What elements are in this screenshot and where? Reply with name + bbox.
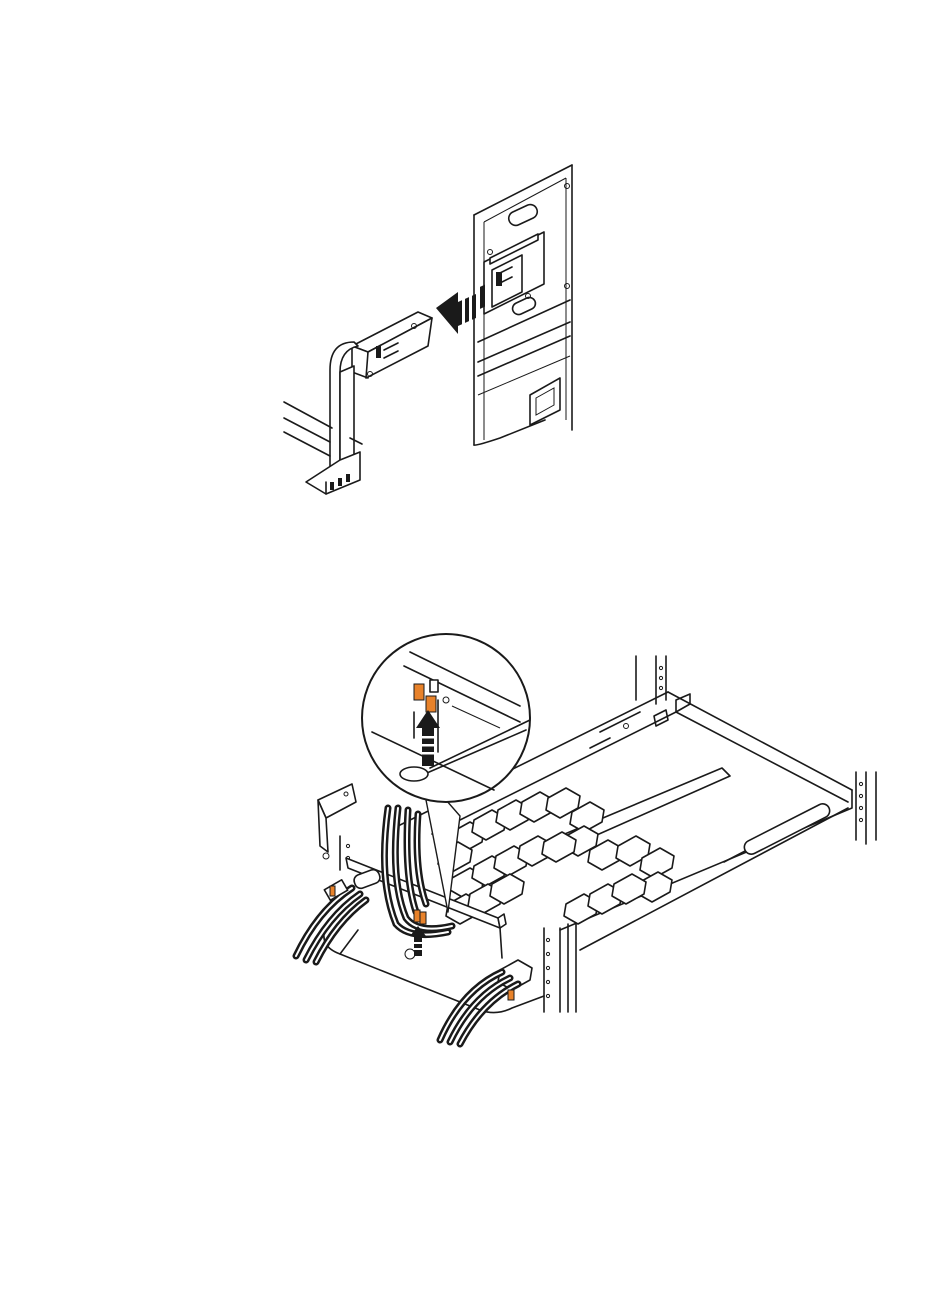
chain-links-upper [438,788,604,872]
rack-post-front [340,836,576,1012]
slide-rail-tray [398,692,852,950]
rack-post-rear [636,656,876,844]
orange-release-tab-icon [330,886,514,1000]
chain-links-middle [450,832,674,902]
inner-rail [560,768,730,846]
figure-1-bracket-detach [0,0,950,560]
arrow-left-icon [436,285,485,334]
detail-callout [362,634,530,912]
cable-chain [438,788,674,990]
cma-arm-bracket [284,312,432,494]
arrow-up-icon [416,710,440,766]
cable-bundle-bottom [440,972,518,1044]
arrow-up-icon-small [410,926,426,956]
cable-bundle-top [384,808,452,935]
chain-links-lower [446,874,646,990]
left-cma-bracket [318,784,356,859]
cable-bar [346,858,506,958]
tray-base-plate [324,926,544,1013]
cable-bundle-left [296,868,382,962]
